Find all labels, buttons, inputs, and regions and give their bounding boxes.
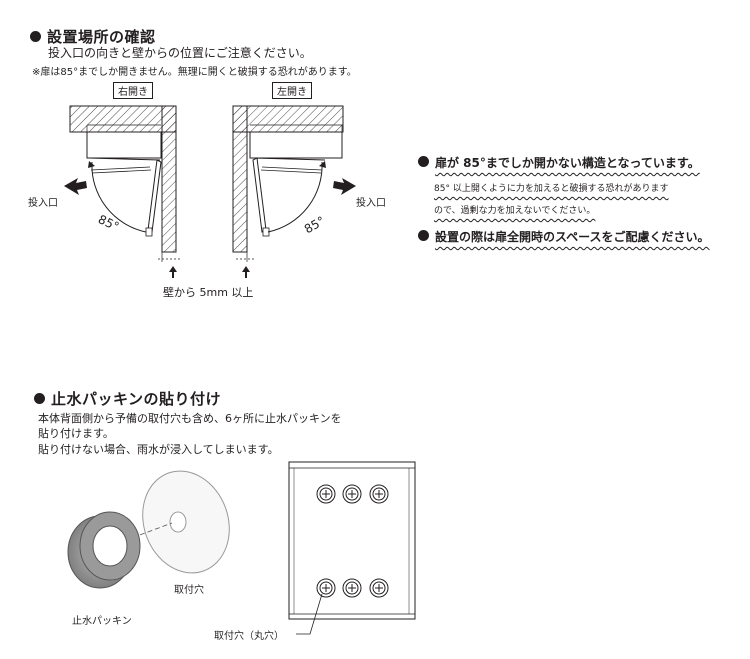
inlet-label-right: 投入口	[356, 198, 386, 209]
screw-holes-bottom	[316, 578, 389, 598]
bullet-icon	[418, 230, 429, 241]
section2-body2: 貼り付けます。	[38, 427, 114, 440]
section2-heading: 止水パッキンの貼り付け	[34, 388, 221, 409]
mount-hole-label: 取付穴	[174, 585, 204, 596]
section1-subheading: 投入口の向きと壁からの位置にご注意ください。	[48, 46, 312, 60]
notice-line1: 扉が 85°までしか開かない構造となっています。	[418, 154, 700, 171]
notice-line2: 85° 以上開くように力を加えると破損する恐れがあります	[434, 184, 669, 194]
packing-label: 止水パッキン	[72, 616, 132, 627]
section2-body3: 貼り付けない場合、雨水が浸入してしまいます。	[38, 443, 279, 456]
screw-holes-top	[316, 484, 389, 504]
bullet-icon	[34, 393, 45, 404]
label-right-open: 右開き	[113, 82, 153, 99]
bullet-icon	[30, 31, 41, 42]
mount-hole-round-label: 取付穴（丸穴）	[214, 631, 284, 642]
section1-heading: 設置場所の確認	[30, 26, 156, 47]
wall-distance-label: 壁から 5mm 以上	[163, 286, 254, 299]
label-left-open: 左開き	[272, 82, 312, 99]
section2-body1: 本体背面側から予備の取付穴も含め、6ヶ所に止水パッキンを	[38, 412, 342, 425]
notice-line4: 設置の際は扉全開時のスペースをご配慮ください。	[418, 228, 710, 245]
inlet-label-left: 投入口	[28, 198, 58, 209]
notice-line3: ので、過剰な力を加えないでください。	[434, 206, 596, 216]
section1-note: ※扉は85°までしか開きません。無理に開くと破損する恐れがあります。	[32, 67, 357, 78]
bullet-icon	[418, 156, 429, 167]
